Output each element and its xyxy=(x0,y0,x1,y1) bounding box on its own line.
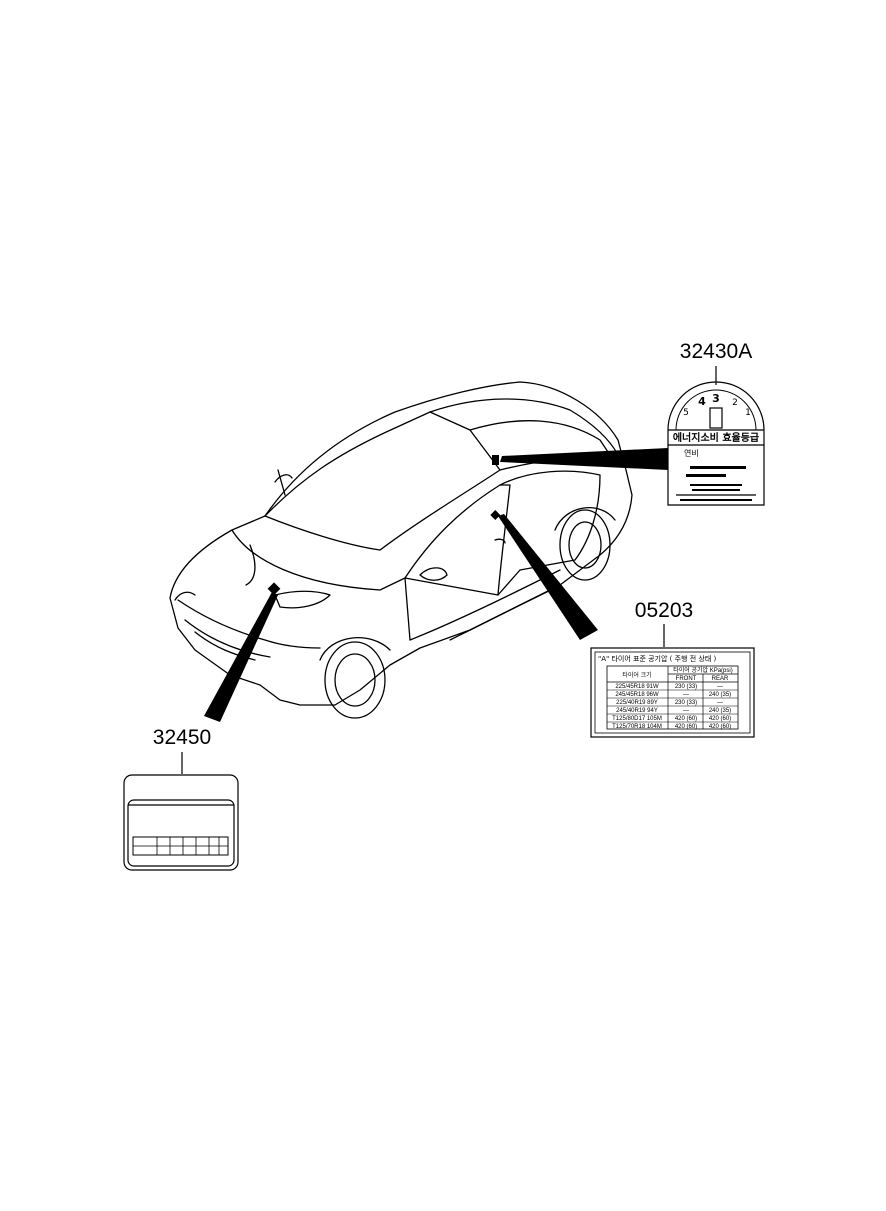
tire-size-header: 타이어 크기 xyxy=(622,671,651,679)
engine-label-leader xyxy=(204,592,278,722)
emission-label-leader xyxy=(500,448,668,470)
tire-pressure-label xyxy=(590,647,755,738)
tire-label-leader xyxy=(498,514,598,640)
grade-number-5: 5 xyxy=(683,408,689,418)
tire-table-rows: 225/45R18 91W 230 (33) — 245/45R18 96W —… xyxy=(612,684,731,730)
tire-label-location-marker xyxy=(490,510,501,520)
part-number-emission: 32430A xyxy=(680,340,752,363)
grade-number-2: 2 xyxy=(732,398,738,408)
emission-efficiency-label xyxy=(667,381,765,506)
engine-label xyxy=(123,774,239,871)
tire-row-2-size: 245/45R18 96W xyxy=(615,692,659,698)
tire-row-3-front: 230 (33) xyxy=(675,700,697,706)
tire-row-6-rear: 420 (60) xyxy=(709,724,731,730)
front-header: FRONT xyxy=(676,676,697,682)
tire-row-1-front: 230 (33) xyxy=(675,684,697,690)
tire-row-4-rear: 240 (35) xyxy=(709,708,731,714)
tire-row-4-size: 245/40R19 94Y xyxy=(616,708,658,714)
fuel-economy-label: 연비 xyxy=(684,449,699,458)
tire-pressure-header: 타이어 공기압 KPa(psi) xyxy=(673,666,732,674)
tire-row-2-front: — xyxy=(683,692,689,698)
engine-label-location-marker xyxy=(267,582,281,596)
rear-header: REAR xyxy=(712,676,729,682)
emission-fine-print xyxy=(680,466,752,501)
car-illustration xyxy=(169,381,633,719)
part-number-engine: 32450 xyxy=(153,726,211,749)
efficiency-grade-heading: 에너지소비 효율등급 xyxy=(673,431,759,444)
tire-row-5-front: 420 (60) xyxy=(675,716,697,722)
tire-row-1-rear: — xyxy=(717,684,723,690)
grade-number-3: 3 xyxy=(712,392,720,405)
tire-row-3-rear: — xyxy=(717,700,723,706)
tire-row-1-size: 225/45R18 91W xyxy=(615,684,659,690)
part-number-tire: 05203 xyxy=(635,599,693,622)
emission-label-location-marker xyxy=(492,455,499,465)
tire-row-6-front: 420 (60) xyxy=(675,724,697,730)
tire-row-5-size: T125/80D17 105M xyxy=(612,716,662,722)
grade-number-4: 4 xyxy=(698,395,706,408)
tire-row-5-rear: 420 (60) xyxy=(709,716,731,722)
tire-row-2-rear: 240 (35) xyxy=(709,692,731,698)
tire-row-4-front: — xyxy=(683,708,689,714)
tire-row-3-size: 225/40R19 89Y xyxy=(616,700,658,706)
tire-row-6-size: T125/70R18 104M xyxy=(612,724,662,730)
tire-label-title: "A" 타이어 표준 공기압 ( 주행 전 상태 ) xyxy=(598,654,716,663)
grade-number-1: 1 xyxy=(745,408,751,418)
